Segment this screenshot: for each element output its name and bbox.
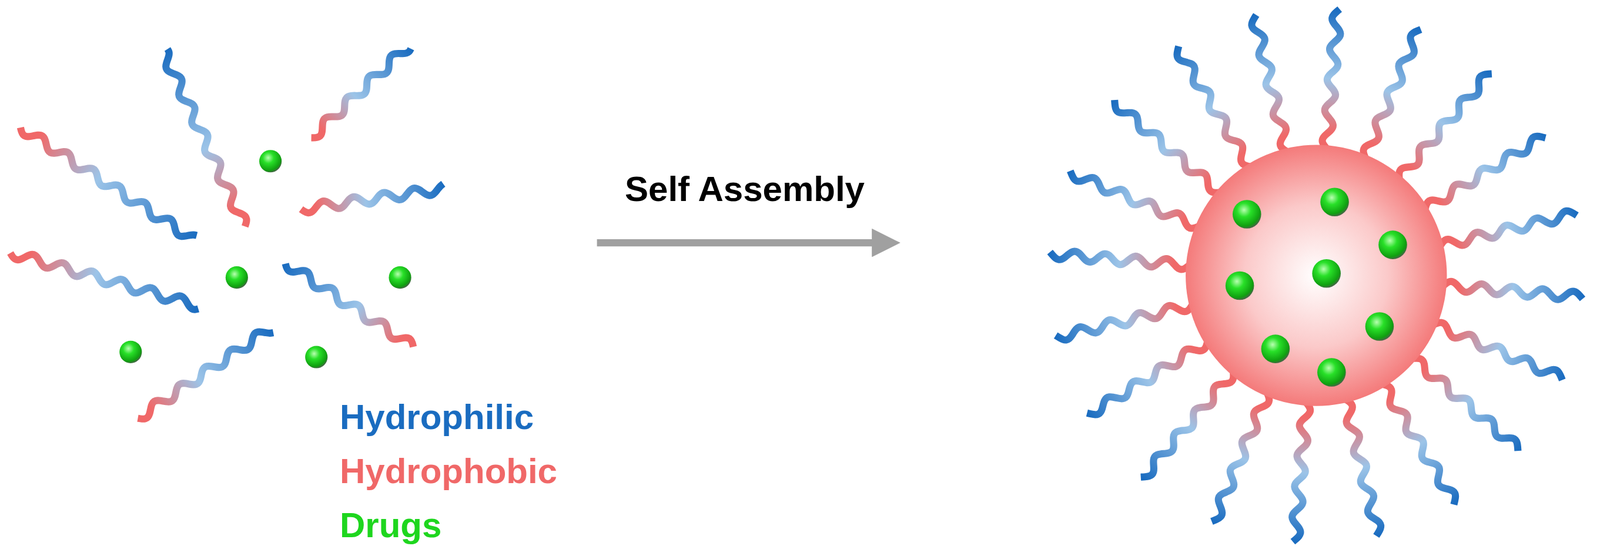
polymer-chain <box>285 263 414 348</box>
polymer-chain <box>165 49 247 227</box>
legend-text: Hydrophobic <box>339 451 558 491</box>
polymer-chain <box>137 332 273 420</box>
drug-particle <box>305 345 328 368</box>
polymer-chain <box>1373 371 1456 505</box>
drug-particle <box>259 149 282 173</box>
polymer-chain <box>1322 9 1341 164</box>
legend-color: Hydrophobic <box>339 451 558 491</box>
polymer-chain <box>1425 211 1577 253</box>
polymer-chain <box>1359 29 1422 172</box>
polymer-chain <box>1411 136 1546 219</box>
drug-particle <box>1311 259 1341 289</box>
drug-particle <box>225 266 249 289</box>
polymer-chain <box>1070 171 1213 233</box>
drug-particle <box>388 266 411 289</box>
polymer-chain <box>1086 333 1221 415</box>
polymer-chain <box>311 48 411 138</box>
drug-particle <box>1365 312 1395 341</box>
polymer-chain <box>1055 298 1207 341</box>
legend-color: Hydrophilic <box>339 397 534 437</box>
drug-particle <box>1320 187 1350 217</box>
polymer-chain <box>300 183 444 213</box>
polymer-chain <box>1339 384 1381 536</box>
polymer-chain <box>1177 46 1260 180</box>
legend-entry: Hydrophilic <box>339 399 534 435</box>
polymer-chain <box>1420 318 1563 381</box>
process-arrow <box>597 239 878 247</box>
drug-particle <box>1261 334 1291 364</box>
polymer-chain <box>10 252 199 310</box>
legend-text: Hydrophilic <box>339 397 534 437</box>
legend-text: Drugs <box>339 505 442 545</box>
drug-particle <box>1225 271 1255 301</box>
arrow-label: Self Assembly <box>624 171 865 207</box>
polymer-chain <box>1291 387 1311 542</box>
drug-particle <box>1232 199 1262 229</box>
drug-particle <box>119 340 142 364</box>
legend-entry: Hydrophobic <box>339 453 558 490</box>
polymer-chain <box>1251 14 1294 166</box>
micelle-core <box>1185 144 1447 406</box>
polymer-chain <box>1049 251 1205 270</box>
legend-entry: Drugs <box>339 507 442 544</box>
drug-particle <box>1378 230 1408 260</box>
polymer-chain <box>1211 379 1274 522</box>
polymer-chain <box>20 127 197 237</box>
legend-color: Drugs <box>339 505 442 545</box>
polymer-chain <box>1428 281 1583 300</box>
drug-particle <box>1317 357 1347 387</box>
